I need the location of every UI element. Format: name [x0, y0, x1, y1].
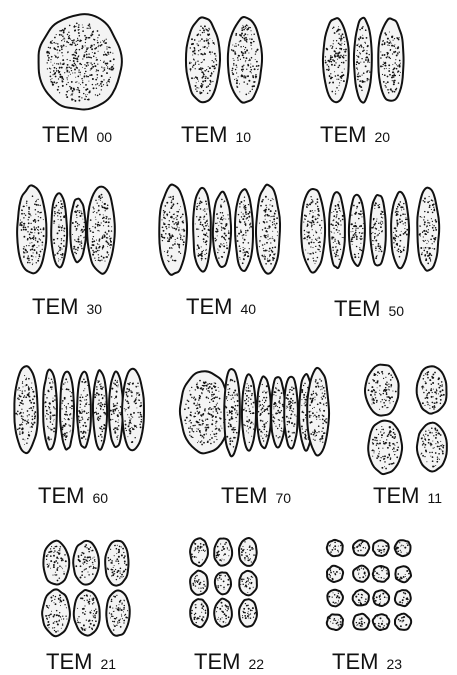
tem40-lobe: [235, 189, 253, 271]
tem20-lobe: [354, 18, 372, 103]
tem40-lobe: [256, 185, 280, 274]
tem40-lobe: [159, 185, 187, 275]
tem23-lobe: [395, 566, 411, 582]
tem60-lobe: [60, 372, 74, 450]
tem60-lobe: [109, 371, 123, 447]
tem11-lobe: [365, 365, 399, 416]
tem60-lobe: [122, 369, 144, 451]
tem23-lobe: [327, 540, 343, 556]
tem23-lobe: [327, 566, 343, 582]
tem70-lobe: [224, 369, 240, 456]
tem23-lobe: [395, 540, 411, 556]
tem11-lobe: [417, 366, 447, 413]
tem23-lobe: [373, 566, 389, 582]
tem22-lobe: [239, 538, 257, 566]
tem50-lobe: [301, 189, 325, 273]
tem11-lobe: [368, 421, 402, 475]
tem23-lobe: [373, 540, 389, 556]
tem22-lobe: [239, 599, 257, 626]
tem11-lobe: [417, 423, 447, 472]
tem30-lobe: [51, 193, 67, 267]
tem23-lobe: [395, 590, 411, 606]
tem21-lobe: [74, 590, 100, 636]
tem23-lobe: [373, 614, 390, 630]
tem23-lobe: [327, 614, 343, 630]
tem60-lobe: [93, 370, 107, 449]
tem40-lobe: [193, 188, 211, 272]
tem20-lobe: [378, 18, 403, 100]
tem50-lobe: [349, 195, 365, 266]
tem23-lobe: [353, 590, 369, 606]
tem22-lobe: [214, 538, 232, 565]
tem50-lobe: [370, 195, 386, 265]
tem30-lobe: [87, 187, 115, 274]
tem60-lobe: [43, 369, 57, 449]
tem22-lobe: [190, 599, 208, 627]
tem70-lobe: [284, 377, 298, 449]
tem21-lobe: [105, 541, 128, 586]
tem70-lobe: [180, 371, 230, 453]
tem50-lobe: [417, 188, 439, 271]
tem22-lobe: [214, 599, 232, 627]
tem23-lobe: [353, 566, 369, 582]
tem23-lobe: [353, 614, 369, 630]
tem10-lobe: [228, 17, 262, 103]
tem70-lobe: [242, 374, 256, 450]
tem40-lobe: [213, 192, 231, 267]
tem50-lobe: [391, 192, 409, 269]
tem70-lobe: [257, 376, 271, 448]
tem23-lobe: [373, 590, 389, 606]
tem22-lobe: [190, 571, 208, 595]
tem22-lobe: [190, 538, 208, 566]
tem30-lobe: [17, 185, 46, 273]
tem60-lobe: [77, 372, 91, 448]
tem22-lobe: [215, 572, 231, 594]
tem21-lobe: [42, 589, 70, 636]
tem30-lobe: [70, 199, 86, 263]
tem20-lobe: [323, 18, 349, 102]
tem00-lobe: [39, 14, 122, 109]
tem10-lobe: [186, 17, 220, 102]
tem21-lobe: [73, 541, 99, 585]
tem23-lobe: [327, 590, 343, 607]
tem70-lobe: [307, 368, 329, 456]
tem70-lobe: [271, 377, 285, 447]
tem23-lobe: [395, 614, 411, 630]
tem50-lobe: [329, 192, 345, 268]
tem23-lobe: [353, 540, 369, 555]
tem21-lobe: [106, 590, 129, 635]
tem60-lobe: [14, 366, 37, 453]
tem22-lobe: [239, 571, 257, 595]
mode-patterns: [14, 14, 446, 636]
tem21-lobe: [43, 541, 69, 585]
